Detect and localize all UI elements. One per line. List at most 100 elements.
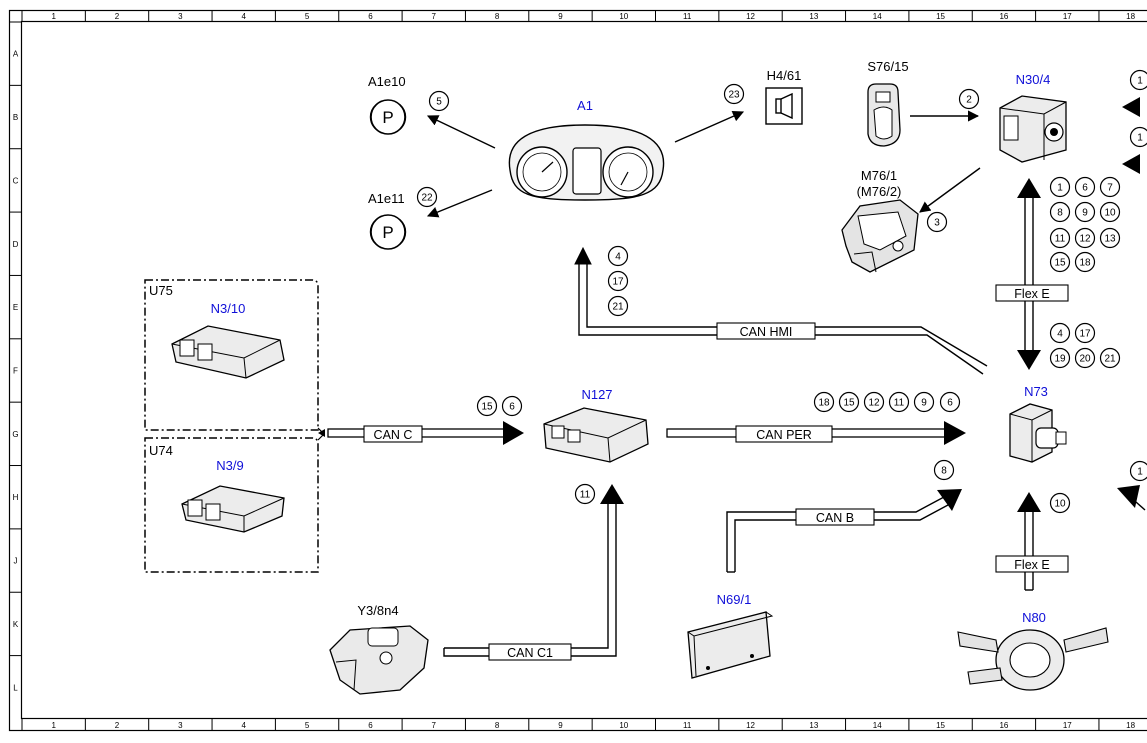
grid-column-label: 13 <box>809 721 818 730</box>
signal-marker-number: 1 <box>1057 183 1063 194</box>
signal-marker: 7 <box>1099 176 1121 198</box>
label-n69-1: N69/1 <box>717 592 752 607</box>
signal-marker-number: 5 <box>436 97 442 108</box>
signal-marker-circle <box>813 391 835 413</box>
grid-row-label: E <box>13 303 18 312</box>
bus-label-can-b-text: CAN B <box>816 511 854 525</box>
bus-label-can-b: CAN B <box>795 508 875 526</box>
label-u75: U75 <box>149 283 173 298</box>
signal-marker: 8 <box>1049 201 1071 223</box>
bus-label-can-c: CAN C <box>363 425 423 443</box>
door-control-unit-icon <box>687 611 774 679</box>
signal-marker-number: 7 <box>1107 183 1113 194</box>
bus-label-can-hmi: CAN HMI <box>716 322 816 340</box>
grid-column-label: 15 <box>936 721 945 730</box>
signal-marker-number: 9 <box>1082 208 1088 219</box>
label-n80: N80 <box>1022 610 1046 625</box>
signal-marker-circle <box>863 391 885 413</box>
grid-column-label: 18 <box>1126 12 1135 21</box>
bus-label-flex-e-bottom-text: Flex E <box>1014 558 1049 572</box>
edge-arrow-3 <box>1117 485 1140 508</box>
signal-marker-circle <box>476 395 498 417</box>
park-brake-letter: P <box>382 223 393 242</box>
label-m76-2: (M76/2) <box>857 184 902 199</box>
ignition-switch-icon <box>1009 403 1067 463</box>
grid-column-label: 9 <box>558 12 563 21</box>
brake-actuator-icon <box>841 199 919 273</box>
signal-marker-circle <box>1074 227 1096 249</box>
grid-column-label: 6 <box>368 721 373 730</box>
bus-flex-e-bottom <box>1017 492 1041 591</box>
signal-marker-number: 10 <box>1054 499 1066 510</box>
signal-marker: 5 <box>428 90 450 112</box>
signal-marker-circle <box>428 90 450 112</box>
signal-marker-circle <box>958 88 980 110</box>
signal-marker-circle <box>1074 201 1096 223</box>
signal-marker-number: 18 <box>818 398 830 409</box>
park-brake-icon-a1e10: P <box>369 99 407 135</box>
signal-marker: 15 <box>838 391 860 413</box>
signal-marker-number: 1 <box>1137 76 1143 87</box>
grid-column-label: 17 <box>1063 721 1072 730</box>
grid-column-label: 7 <box>432 721 437 730</box>
signal-marker-number: 9 <box>921 398 927 409</box>
signal-marker-circle <box>1099 227 1121 249</box>
grid-column-label: 13 <box>809 12 818 21</box>
signal-marker-number: 20 <box>1079 354 1091 365</box>
signal-marker-number: 12 <box>868 398 880 409</box>
grid-row-label: A <box>13 50 19 59</box>
grid-row-label: F <box>13 366 18 375</box>
signal-marker: 11 <box>574 483 596 505</box>
grid-row-label: G <box>12 430 18 439</box>
grid-column-label: 8 <box>495 12 500 21</box>
grid-column-label: 12 <box>746 721 755 730</box>
signal-marker: 1 <box>1129 460 1147 482</box>
signal-marker: 4 <box>607 245 629 267</box>
signal-marker: 15 <box>1049 251 1071 273</box>
signal-marker-number: 8 <box>1057 208 1063 219</box>
signal-marker-circle <box>1049 492 1071 514</box>
signal-marker: 21 <box>1099 347 1121 369</box>
engine-ecu-n3-9-icon <box>181 485 285 533</box>
drawing-frame <box>8 9 1147 732</box>
signal-marker-number: 10 <box>1104 208 1116 219</box>
bus-label-can-per: CAN PER <box>735 425 833 443</box>
signal-marker-circle <box>1099 176 1121 198</box>
arrow-a1-to-a1e11 <box>426 189 493 218</box>
signal-marker-circle <box>1049 201 1071 223</box>
label-a1: A1 <box>577 98 593 113</box>
signal-marker-number: 13 <box>1104 234 1116 245</box>
bus-can-hmi <box>574 246 988 375</box>
signal-marker: 6 <box>1074 176 1096 198</box>
edge-arrow-2 <box>1122 154 1140 174</box>
bus-can-b <box>726 489 962 573</box>
signal-marker-circle <box>1049 176 1071 198</box>
transmission-control-unit-icon <box>329 625 429 695</box>
signal-marker: 9 <box>1074 201 1096 223</box>
signal-marker-number: 21 <box>1104 354 1116 365</box>
grid-column-label: 1 <box>51 721 56 730</box>
signal-marker-number: 15 <box>481 402 493 413</box>
grid-column-label: 3 <box>178 12 183 21</box>
signal-marker-circle <box>1049 227 1071 249</box>
edge-line-3 <box>1127 494 1146 511</box>
grid-column-label: 18 <box>1126 721 1135 730</box>
park-brake-icon-a1e11: P <box>369 214 407 250</box>
grid-column-label: 11 <box>683 721 692 730</box>
signal-marker-number: 21 <box>612 302 624 313</box>
signal-marker-number: 4 <box>615 252 621 263</box>
grid-column-label: 9 <box>558 721 563 730</box>
signal-marker-circle <box>926 211 948 233</box>
signal-marker: 1 <box>1129 126 1147 148</box>
signal-marker-circle <box>913 391 935 413</box>
grid-column-label: 10 <box>619 12 628 21</box>
grid-column-label: 2 <box>115 12 120 21</box>
signal-marker: 23 <box>723 83 745 105</box>
edge-arrow-1 <box>1122 97 1140 117</box>
grid-row-label: K <box>13 620 19 629</box>
signal-marker-number: 2 <box>966 95 972 106</box>
